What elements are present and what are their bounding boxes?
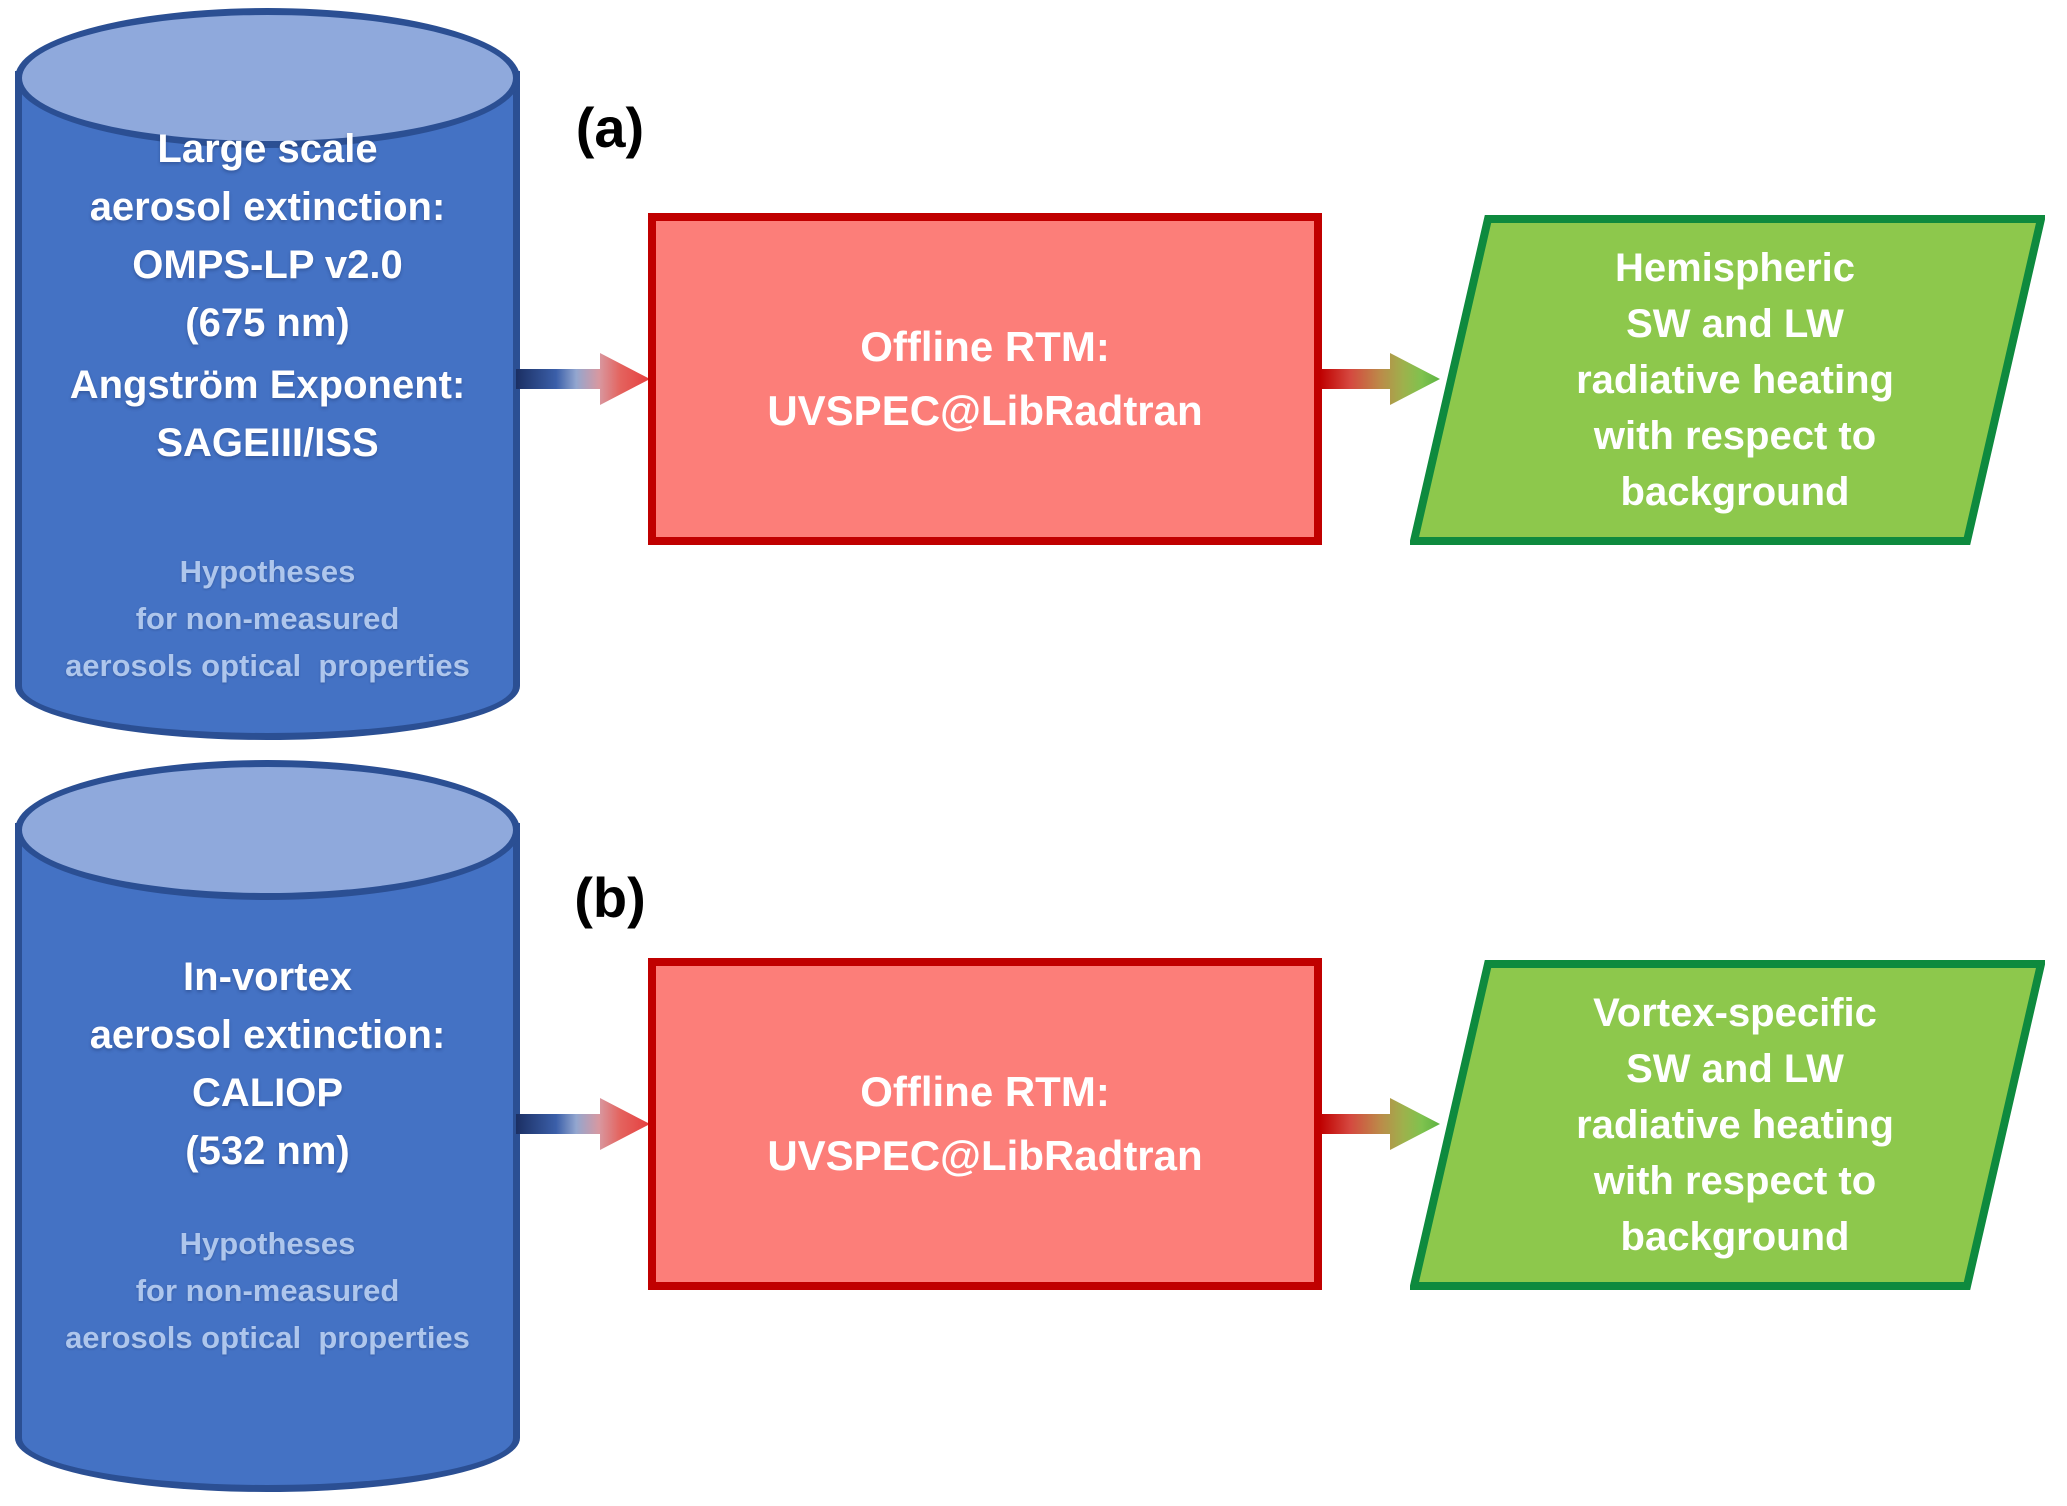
output-line: SW and LW	[1626, 302, 1844, 346]
output-parallelogram-b: Vortex-specific SW and LW radiative heat…	[1410, 960, 2045, 1290]
cylinder-text-a: Large scale aerosol extinction: OMPS-LP …	[25, 8, 510, 740]
cylinder-hypotheses-line: Hypotheses	[179, 554, 356, 589]
cylinder-body	[15, 71, 520, 740]
cylinder-main-line: (675 nm)	[185, 301, 350, 345]
cylinder-main-line: aerosol extinction:	[89, 1013, 446, 1057]
cylinder-top-ellipse	[15, 760, 520, 900]
cylinder-main-line: Large scale	[157, 127, 378, 171]
cylinder-main-line: OMPS-LP v2.0	[132, 243, 403, 287]
cylinder-main-line: CALIOP	[191, 1071, 344, 1115]
process-line: UVSPEC@LibRadtran	[767, 387, 1203, 434]
cylinder-body	[15, 823, 520, 1492]
process-line: UVSPEC@LibRadtran	[767, 1132, 1203, 1179]
panel-label-a: (a)	[575, 96, 645, 159]
panel-label-b: (b)	[574, 866, 646, 929]
parallelogram-shape	[1410, 960, 2045, 1290]
cylinder-sub-line: Angström Exponent:	[69, 363, 466, 407]
output-line: Vortex-specific	[1593, 991, 1877, 1035]
gradient-arrow-red-to-green-icon	[1320, 1098, 1440, 1150]
output-text-b: Vortex-specific SW and LW radiative heat…	[1465, 960, 2005, 1290]
gradient-arrow-blue-to-red-icon	[516, 1098, 650, 1150]
cylinder-hypotheses-line: for non-measured	[135, 1273, 400, 1308]
output-line: with respect to	[1593, 414, 1877, 458]
input-database-cylinder-a: Large scale aerosol extinction: OMPS-LP …	[15, 8, 520, 740]
process-line: Offline RTM:	[860, 1068, 1110, 1115]
output-line: background	[1620, 470, 1850, 514]
cylinder-main-line: In-vortex	[183, 955, 352, 999]
output-parallelogram-a: Hemispheric SW and LW radiative heating …	[1410, 215, 2045, 545]
output-line: radiative heating	[1576, 358, 1894, 402]
gradient-arrow-blue-to-red-icon	[516, 353, 650, 405]
cylinder-text-b: In-vortex aerosol extinction: CALIOP (53…	[25, 760, 510, 1492]
process-rtm-box-b: Offline RTM: UVSPEC@LibRadtran	[648, 958, 1322, 1290]
output-line: SW and LW	[1626, 1047, 1844, 1091]
cylinder-hypotheses-line: aerosols optical properties	[65, 648, 470, 683]
gradient-arrow-red-to-green-icon	[1320, 353, 1440, 405]
output-line: radiative heating	[1576, 1103, 1894, 1147]
cylinder-main-line: (532 nm)	[185, 1129, 350, 1173]
cylinder-hypotheses-line: Hypotheses	[179, 1226, 356, 1261]
cylinder-hypotheses-line: aerosols optical properties	[65, 1320, 470, 1355]
cylinder-hypotheses-line: for non-measured	[135, 601, 400, 636]
parallelogram-shape	[1410, 215, 2045, 545]
output-line: with respect to	[1593, 1159, 1877, 1203]
output-text-a: Hemispheric SW and LW radiative heating …	[1465, 215, 2005, 545]
cylinder-sub-line: SAGEIII/ISS	[156, 421, 379, 465]
cylinder-top-ellipse	[15, 8, 520, 148]
output-line: background	[1620, 1215, 1850, 1259]
process-rtm-box-a: Offline RTM: UVSPEC@LibRadtran	[648, 213, 1322, 545]
input-database-cylinder-b: In-vortex aerosol extinction: CALIOP (53…	[15, 760, 520, 1492]
cylinder-main-line: aerosol extinction:	[89, 185, 446, 229]
process-line: Offline RTM:	[860, 323, 1110, 370]
output-line: Hemispheric	[1614, 246, 1856, 290]
